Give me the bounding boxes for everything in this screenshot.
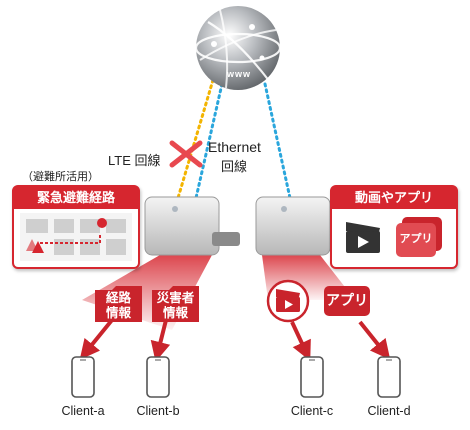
left-box-caption: （避難所活用） — [22, 171, 99, 183]
arrow-to-client-a — [79, 318, 114, 360]
route-info-label-1: 経路 — [105, 291, 131, 305]
video-clapper-circle-icon — [266, 279, 310, 323]
lte-line-label: LTE 回線 — [108, 153, 161, 168]
globe-label: www — [227, 69, 252, 79]
ethernet-line-label: 回線 — [221, 159, 248, 174]
access-point-left-icon — [144, 196, 240, 256]
smartphone-a-icon — [71, 356, 95, 398]
smartphone-b-icon — [146, 356, 170, 398]
disaster-info-folder-icon — [152, 286, 199, 322]
client-c-label: Client-c — [290, 404, 334, 418]
arrow-to-client-b — [150, 319, 171, 362]
disaster-info-label-1: 災害者 — [156, 291, 195, 305]
smartphone-d-icon — [377, 356, 401, 398]
access-point-right-icon — [255, 196, 331, 256]
ethernet-link-left — [194, 82, 224, 200]
map-icon — [20, 213, 132, 261]
app-tag-label: アプリ — [326, 292, 368, 308]
globe-icon — [194, 6, 282, 90]
route-info-folder-icon — [95, 286, 142, 322]
ethernet-link-right — [263, 82, 292, 200]
route-info-label-2: 情報 — [105, 306, 131, 320]
ethernet-label: Ethernet — [208, 139, 261, 155]
app-tag-icon — [324, 286, 370, 316]
evacuation-route-box: 緊急避難経路 — [12, 185, 140, 269]
client-d-label: Client-d — [367, 404, 411, 418]
client-b-label: Client-b — [136, 404, 180, 418]
video-clapper-icon — [346, 222, 380, 253]
cross-mark-icon — [169, 140, 203, 168]
lte-link — [176, 78, 215, 200]
video-app-title: 動画やアプリ — [332, 187, 456, 209]
video-app-box: 動画やアプリ アプリ — [330, 185, 458, 269]
arrow-to-client-c — [290, 321, 311, 362]
app-icon-front — [396, 223, 436, 257]
arrow-to-client-d — [358, 320, 391, 360]
client-a-label: Client-a — [61, 404, 105, 418]
app-icon-label: アプリ — [399, 233, 433, 245]
evacuation-route-title: 緊急避難経路 — [14, 187, 138, 209]
smartphone-c-icon — [300, 356, 324, 398]
disaster-info-label-2: 情報 — [162, 306, 188, 320]
